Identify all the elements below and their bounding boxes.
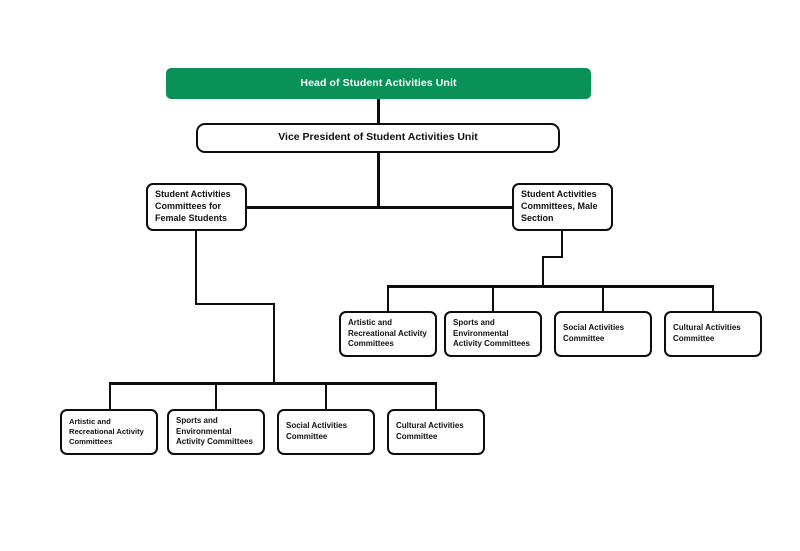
node-division-male[interactable]: Student Activities Committees, Male Sect…	[512, 183, 613, 231]
node-label: Student Activities Committees, Male Sect…	[521, 189, 598, 223]
connector-male-drop-1	[561, 230, 563, 257]
node-female-committee-cultural-activities[interactable]: Cultural Activities Committee	[387, 409, 485, 455]
node-division-female[interactable]: Student Activities Committees for Female…	[146, 183, 247, 231]
node-male-committee-social-activities[interactable]: Social Activities Committee	[554, 311, 652, 357]
connector-female-jog	[195, 303, 275, 305]
node-male-committee-cultural-activities[interactable]: Cultural Activities Committee	[664, 311, 762, 357]
node-female-committee-social-activities[interactable]: Social Activities Committee	[277, 409, 375, 455]
node-label: Artistic and Recreational Activity Commi…	[69, 416, 144, 447]
node-male-committee-sports-environmental[interactable]: Sports and Environmental Activity Commit…	[444, 311, 542, 357]
node-label: Social Activities Committee	[563, 323, 625, 343]
node-label: Cultural Activities Committee	[673, 323, 741, 343]
node-label: Vice President of Student Activities Uni…	[278, 131, 478, 144]
node-label: Artistic and Recreational Activity Commi…	[348, 318, 427, 349]
node-label: Student Activities Committees for Female…	[155, 189, 231, 223]
connector-male-committee-1-drop	[387, 285, 389, 312]
node-label: Sports and Environmental Activity Commit…	[453, 318, 530, 349]
node-male-committee-artistic-recreational[interactable]: Artistic and Recreational Activity Commi…	[339, 311, 437, 357]
node-female-committee-sports-environmental[interactable]: Sports and Environmental Activity Commit…	[167, 409, 265, 455]
connector-male-committee-4-drop	[712, 285, 714, 312]
connector-vp-to-divisions	[377, 151, 380, 208]
connector-female-drop-2	[273, 303, 275, 384]
connector-divisions-bus	[247, 206, 513, 209]
connector-female-drop-1	[195, 230, 197, 305]
node-label: Head of Student Activities Unit	[300, 76, 457, 89]
connector-female-committee-4-drop	[435, 382, 437, 409]
node-label: Cultural Activities Committee	[396, 421, 464, 441]
node-label: Sports and Environmental Activity Commit…	[176, 416, 253, 447]
node-label: Social Activities Committee	[286, 421, 348, 441]
node-vice-president[interactable]: Vice President of Student Activities Uni…	[196, 123, 560, 153]
connector-female-committee-2-drop	[215, 382, 217, 409]
connector-male-committees-bus	[387, 285, 714, 288]
node-female-committee-artistic-recreational[interactable]: Artistic and Recreational Activity Commi…	[60, 409, 158, 455]
connector-male-drop-2	[542, 256, 544, 286]
connector-root-to-vp	[377, 97, 380, 124]
connector-male-committee-2-drop	[492, 285, 494, 312]
connector-female-committee-3-drop	[325, 382, 327, 409]
node-head-of-student-activities-unit[interactable]: Head of Student Activities Unit	[166, 68, 591, 99]
connector-female-committees-bus	[109, 382, 437, 385]
connector-female-committee-1-drop	[109, 382, 111, 409]
connector-male-jog	[542, 256, 563, 258]
connector-male-committee-3-drop	[602, 285, 604, 312]
